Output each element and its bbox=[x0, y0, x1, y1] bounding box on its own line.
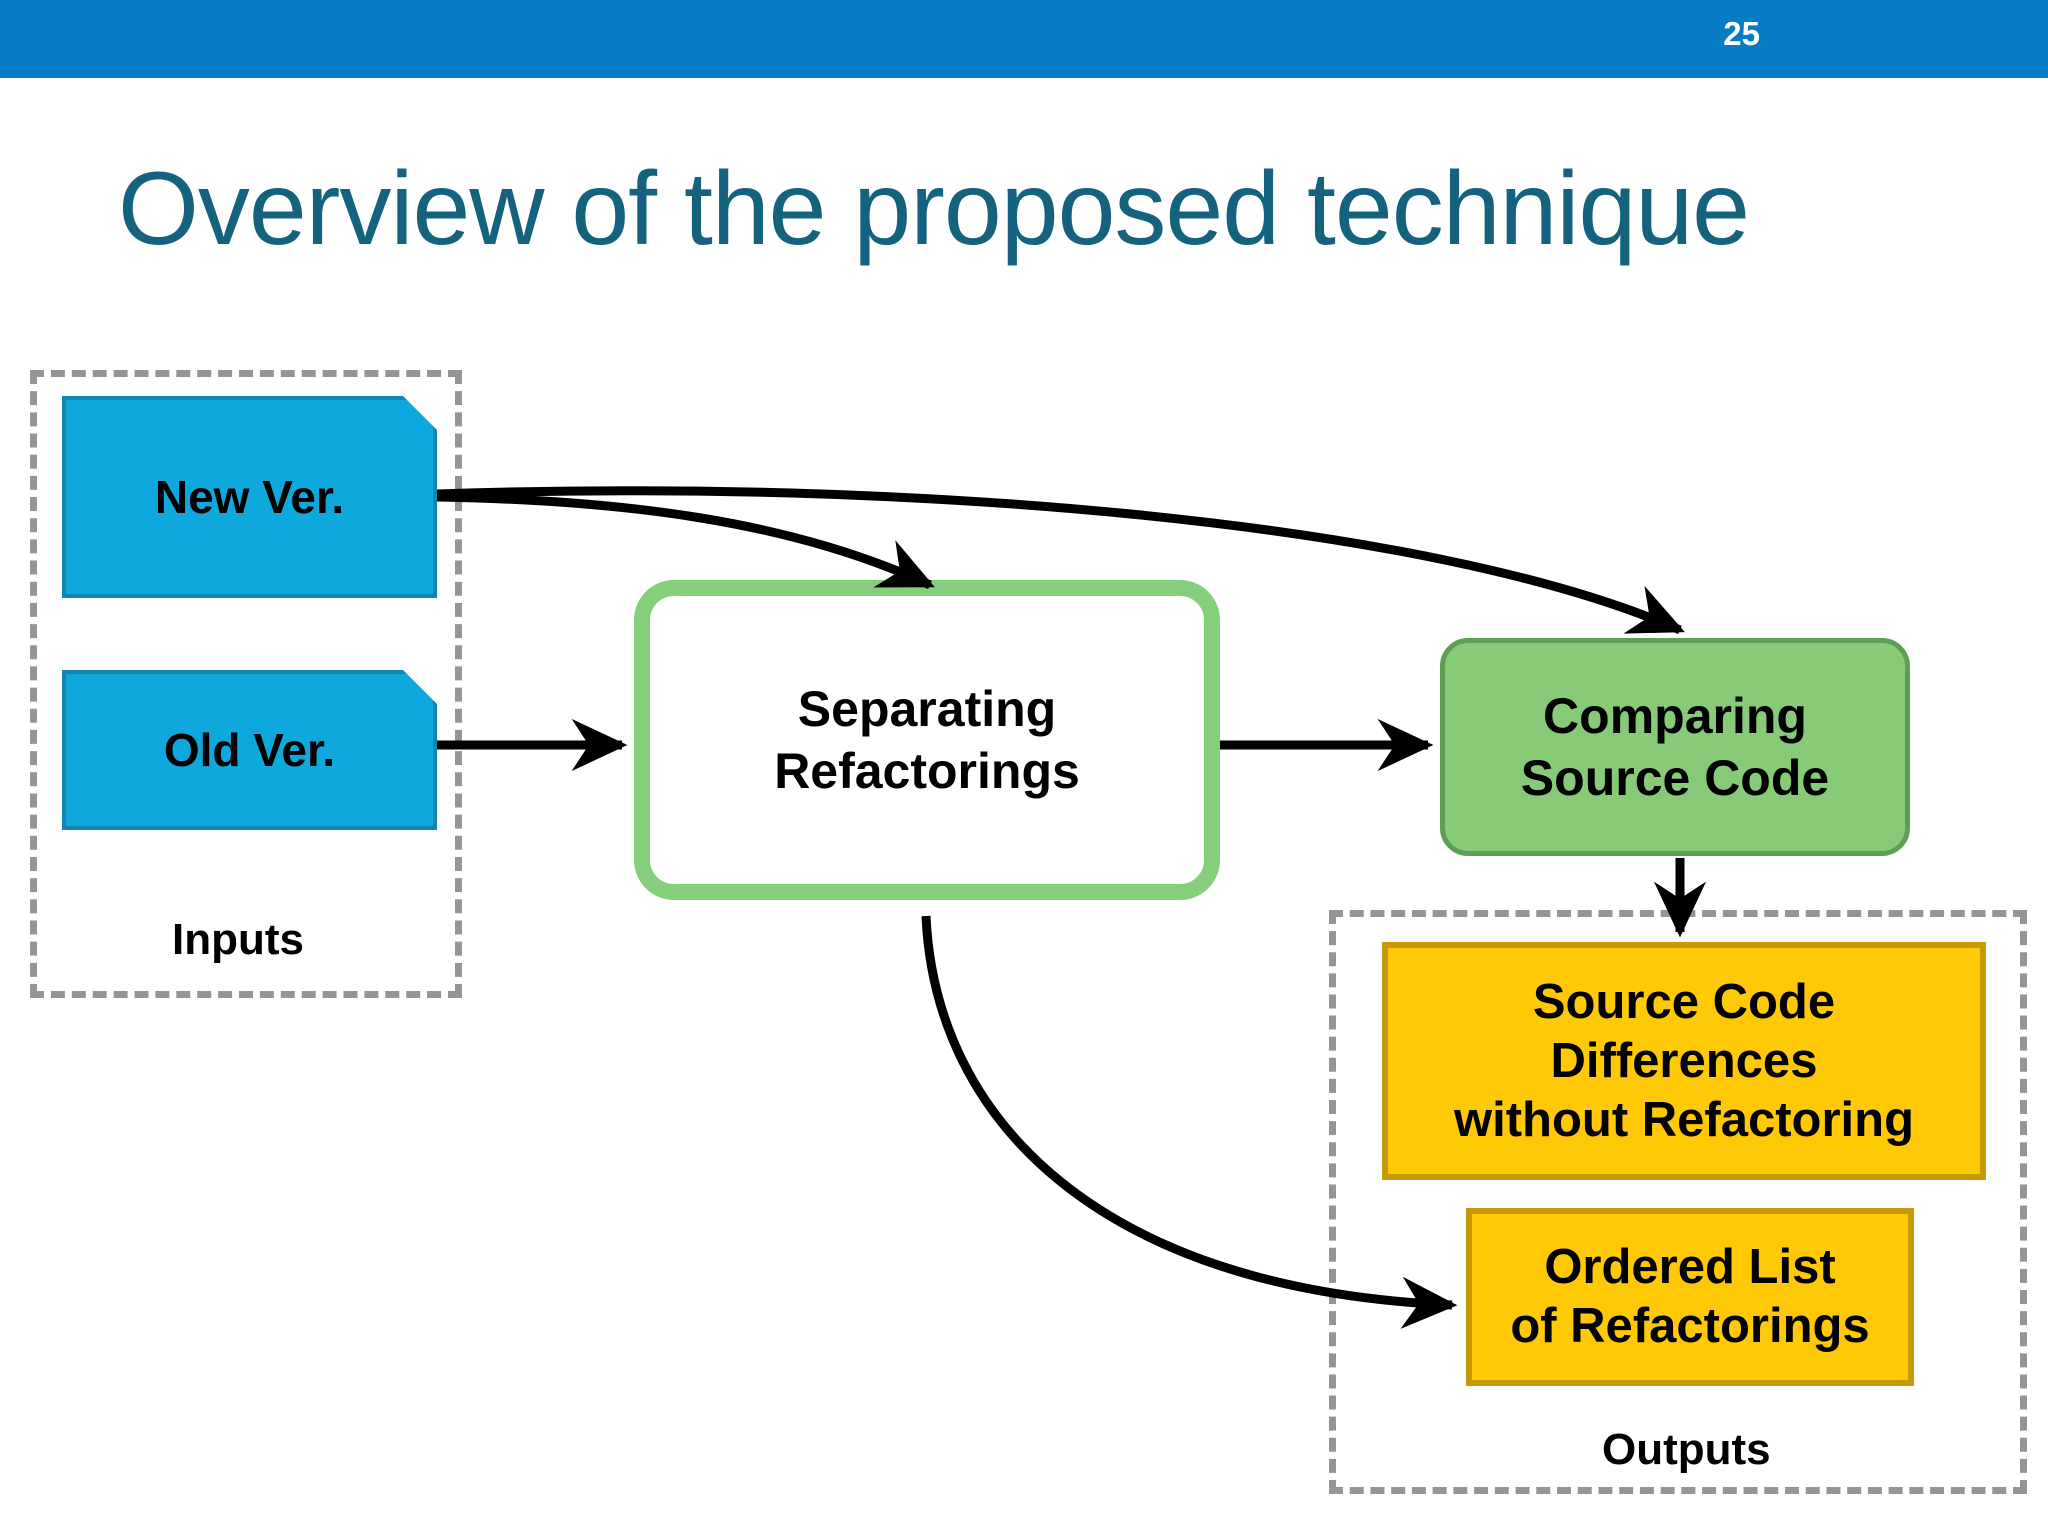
ordered-line-2: of Refactorings bbox=[1510, 1299, 1870, 1353]
differences-line-1: Source Code bbox=[1532, 974, 1836, 1029]
separating-line-2: Refactorings bbox=[774, 743, 1080, 799]
page-title: Overview of the proposed technique bbox=[118, 151, 1750, 267]
comparing-source-code-node[interactable]: Comparing Source Code bbox=[1440, 638, 1910, 856]
source-code-differences-label: Source Code Differences without Refactor… bbox=[1454, 973, 1914, 1150]
new-version-node[interactable]: New Ver. bbox=[62, 396, 437, 598]
source-code-differences-node[interactable]: Source Code Differences without Refactor… bbox=[1382, 942, 1986, 1180]
header-bar bbox=[0, 0, 2048, 78]
inputs-group-label: Inputs bbox=[172, 915, 304, 964]
comparing-source-code-label: Comparing Source Code bbox=[1521, 685, 1829, 809]
separating-refactorings-label: Separating Refactorings bbox=[774, 678, 1080, 802]
old-version-label: Old Ver. bbox=[163, 724, 336, 776]
arrow-new-ver-to-separating bbox=[436, 492, 935, 590]
old-version-node[interactable]: Old Ver. bbox=[62, 670, 437, 830]
ordered-line-1: Ordered List bbox=[1544, 1240, 1836, 1294]
page-number: 25 bbox=[1723, 15, 1760, 52]
differences-line-3: without Refactoring bbox=[1453, 1092, 1915, 1147]
ordered-list-node[interactable]: Ordered List of Refactorings bbox=[1466, 1208, 1914, 1386]
differences-line-2: Differences bbox=[1550, 1033, 1818, 1088]
new-version-label: New Ver. bbox=[154, 471, 345, 523]
outputs-group-label: Outputs bbox=[1602, 1425, 1771, 1474]
comparing-line-2: Source Code bbox=[1520, 750, 1830, 806]
separating-refactorings-node[interactable]: Separating Refactorings bbox=[634, 580, 1220, 900]
separating-line-1: Separating bbox=[797, 681, 1057, 737]
comparing-line-1: Comparing bbox=[1543, 688, 1807, 744]
ordered-list-label: Ordered List of Refactorings bbox=[1510, 1238, 1869, 1356]
inputs-group-box bbox=[30, 370, 462, 998]
